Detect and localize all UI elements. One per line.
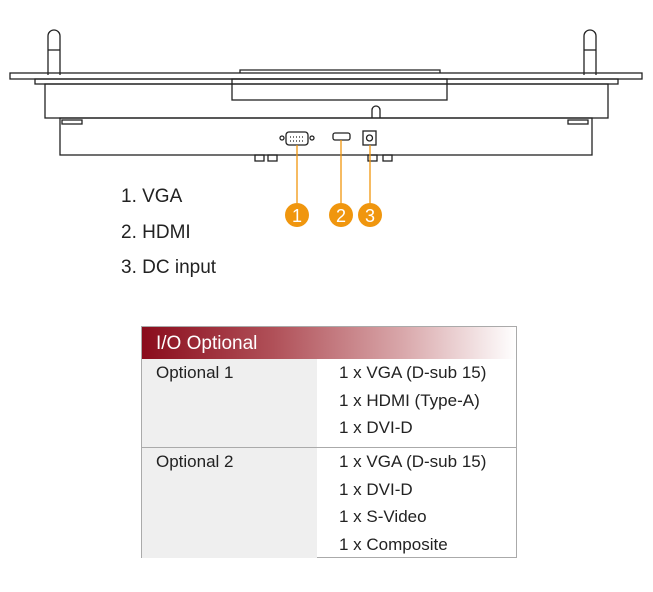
callout-1-label: 1 (292, 206, 302, 226)
row-value: 1 x S-Video (339, 507, 427, 526)
body (44, 83, 609, 119)
row-value: 1 x VGA (D-sub 15) (339, 452, 487, 471)
antenna-right (583, 29, 597, 75)
row-label: Optional 1 (142, 359, 317, 447)
row-value: 1 x DVI-D (339, 479, 413, 499)
callout-3 (358, 203, 382, 227)
legend-item-hdmi: 2. HDMI (121, 222, 191, 243)
table-title: I/O Optional (142, 327, 516, 359)
hdmi-port (332, 132, 351, 141)
callout-2 (329, 203, 353, 227)
callout-3-label: 3 (365, 206, 375, 226)
vga-port (279, 131, 315, 146)
legend-item-vga: 1. VGA (121, 186, 183, 207)
row-value: 1 x VGA (D-sub 15) (339, 363, 487, 382)
device-bottom-view-diagram: 1 2 3 (9, 29, 643, 227)
callout-2-label: 2 (336, 206, 346, 226)
table-row: Optional 2 1 x VGA (D-sub 15) 1 x DVI-D … (142, 447, 516, 558)
callout-1 (285, 203, 309, 227)
row-value: 1 x Composite (339, 534, 448, 554)
antenna-left (47, 29, 61, 75)
center-block (231, 78, 448, 101)
row-value: 1 x HDMI (Type-A) (339, 390, 480, 410)
row-value: 1 x DVI-D (339, 418, 413, 437)
front-bezel (9, 72, 643, 80)
table-row: Optional 1 1 x VGA (D-sub 15) 1 x HDMI (… (142, 359, 516, 447)
io-optional-table: I/O Optional Optional 1 1 x VGA (D-sub 1… (141, 326, 517, 558)
legend-item-dc-input: 3. DC input (121, 257, 217, 278)
rear-panel (59, 117, 593, 156)
dc-input-port (362, 130, 377, 146)
body-top (34, 78, 619, 85)
row-label: Optional 2 (142, 448, 317, 558)
